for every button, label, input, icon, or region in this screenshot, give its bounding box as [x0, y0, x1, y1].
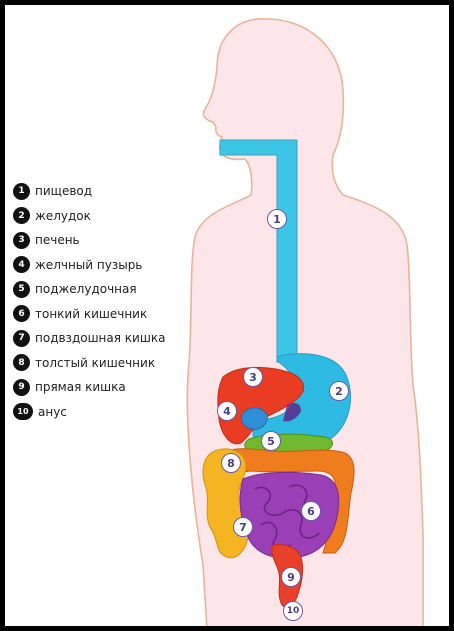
legend-label: печень: [35, 233, 80, 247]
large-intestine-marker: 8: [221, 453, 241, 473]
gallbladder-marker: 4: [217, 401, 237, 421]
legend-item: 3 печень: [13, 228, 203, 252]
legend-number: 9: [13, 379, 30, 396]
legend-number: 3: [13, 232, 30, 249]
rectum-marker: 9: [281, 567, 301, 587]
liver-marker: 3: [243, 367, 263, 387]
legend-number: 8: [13, 354, 30, 371]
legend-number: 4: [13, 256, 30, 273]
legend-item: 2 желудок: [13, 204, 203, 228]
legend-label: желудок: [35, 209, 91, 223]
organ-legend: 1 пищевод 2 желудок 3 печень 4 желчный пузыр…: [13, 179, 203, 424]
legend-item: 1 пищевод: [13, 179, 203, 203]
legend-item: 4 желчный пузырь: [13, 253, 203, 277]
legend-label: пищевод: [35, 184, 92, 198]
legend-label: анус: [38, 405, 67, 419]
anus-marker: 10: [283, 601, 303, 621]
small-intestine-marker: 6: [301, 501, 321, 521]
legend-label: тонкий кишечник: [35, 307, 147, 321]
legend-number: 5: [13, 281, 30, 298]
legend-number: 1: [13, 183, 30, 200]
legend-item: 6 тонкий кишечник: [13, 302, 203, 326]
ileum-marker: 7: [233, 517, 253, 537]
diagram-frame: 1 2 3 4 5 8 6 7 9 10 1 пищевод 2 желудок 3…: [5, 5, 449, 626]
legend-item: 10 анус: [13, 400, 203, 424]
legend-item: 5 поджелудочная: [13, 277, 203, 301]
gallbladder: [241, 408, 267, 429]
legend-number: 6: [13, 305, 30, 322]
esophagus-marker: 1: [267, 209, 287, 229]
stomach-marker: 2: [329, 381, 349, 401]
legend-item: 7 подвздошная кишка: [13, 326, 203, 350]
legend-label: толстый кишечник: [35, 356, 155, 370]
legend-label: желчный пузырь: [35, 258, 142, 272]
legend-number: 10: [13, 403, 33, 420]
legend-item: 8 толстый кишечник: [13, 351, 203, 375]
legend-label: прямая кишка: [35, 380, 126, 394]
legend-label: поджелудочная: [35, 282, 137, 296]
legend-item: 9 прямая кишка: [13, 375, 203, 399]
legend-label: подвздошная кишка: [35, 331, 165, 345]
legend-number: 7: [13, 330, 30, 347]
pancreas-marker: 5: [261, 431, 281, 451]
legend-number: 2: [13, 207, 30, 224]
